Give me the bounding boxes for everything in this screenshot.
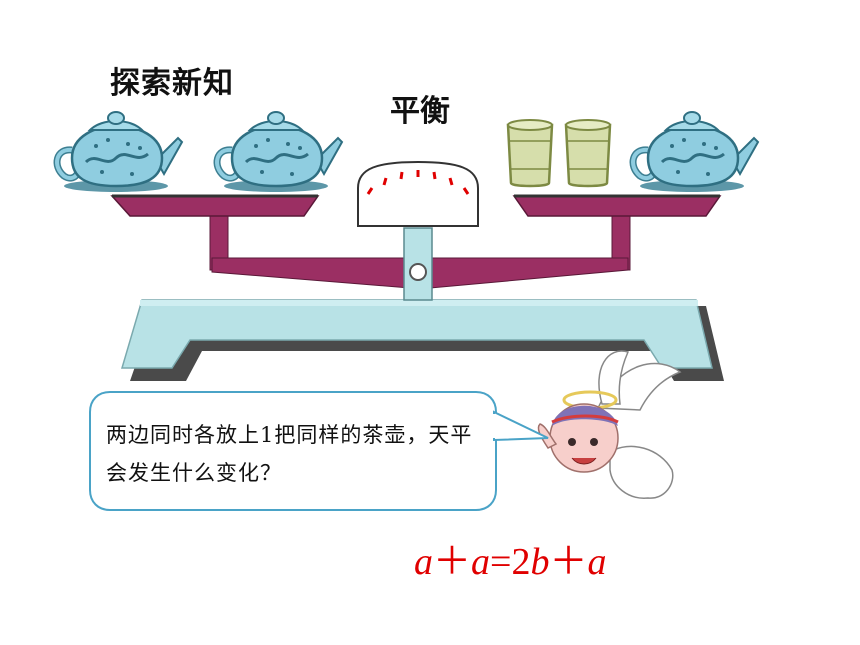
balance-state-label: 平衡 [390, 94, 450, 129]
cup-icon [564, 118, 612, 188]
equation: a＋a=2b＋a [414, 530, 606, 585]
teapot-icon [217, 112, 342, 192]
equation-term: a [587, 541, 607, 583]
equation-term: a [414, 541, 433, 583]
left-pan [110, 194, 320, 217]
teapot-icon [57, 112, 182, 192]
balance-dial [357, 160, 479, 227]
angel-icon [537, 350, 682, 499]
equation-term: a [471, 541, 491, 583]
equation-operator: ＋ [433, 541, 472, 583]
scale-beam [209, 211, 631, 301]
speech-bubble-text: 两边同时各放上1把同样的茶壶，天平会发生什么变化？ [106, 423, 473, 485]
right-pan [512, 194, 722, 217]
page-title: 探索新知 [110, 66, 234, 101]
teapot-icon [633, 112, 758, 192]
equation-operator: ＋ [549, 541, 588, 583]
cup-icon [506, 118, 554, 188]
speech-bubble [89, 391, 549, 511]
scale-base [120, 299, 724, 381]
equation-term: b [530, 541, 550, 583]
equation-equals: =2 [490, 541, 531, 583]
